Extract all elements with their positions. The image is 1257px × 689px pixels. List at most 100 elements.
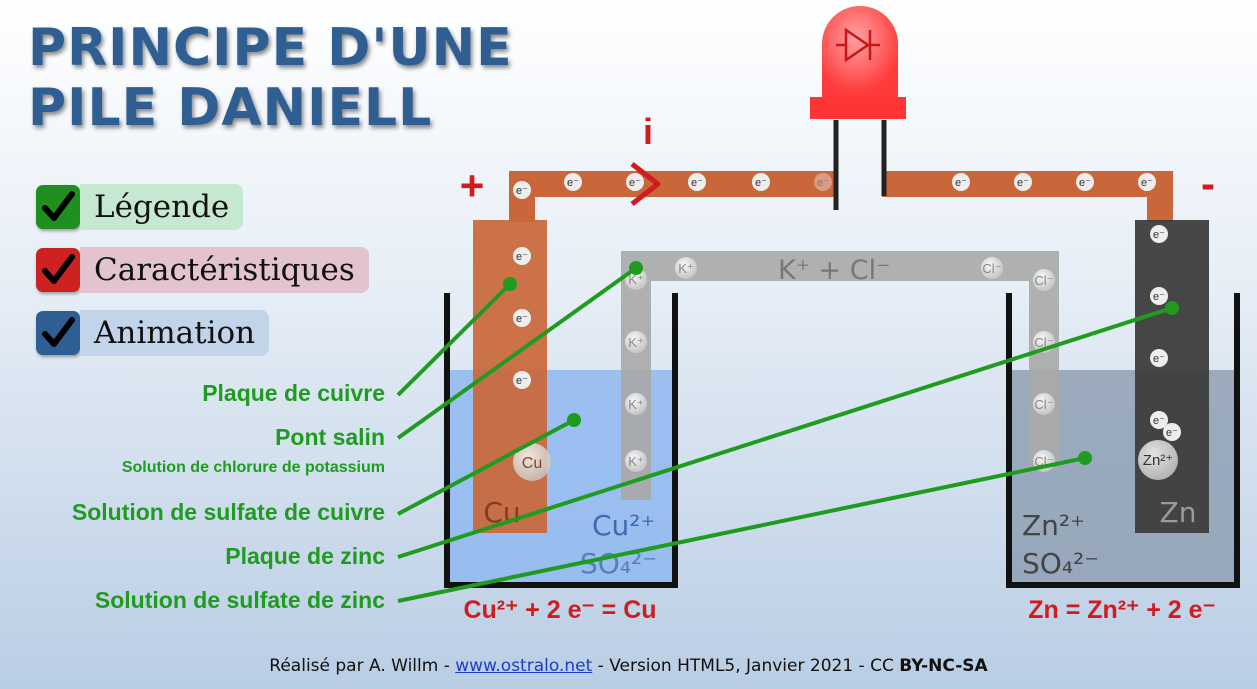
electron [564,173,582,191]
electron [1014,173,1032,191]
equation-left: Cu²⁺ + 2 e⁻ = Cu [463,596,656,624]
footer-link[interactable]: www.ostralo.net [455,656,593,676]
electrons: e⁻ e⁻ e⁻ e⁻ e⁻ e⁻ e⁻ e⁻ e⁻ e⁻ e⁻ e⁻ e⁻ e… [513,173,1181,441]
electron-label: e⁻ [629,177,641,189]
footer: Réalisé par A. Willm - www.ostralo.net -… [0,656,1257,676]
electron [814,173,832,191]
cl-ion [1033,393,1055,415]
current-arrow-icon [630,162,661,206]
electron [1076,173,1094,191]
leader-dot [1078,451,1092,465]
bridge-ions: K⁺ K⁺ K⁺ K⁺ K⁺ Cl⁻ Cl⁻ Cl⁻ Cl⁻ Cl⁻ [625,257,1055,472]
electron-label: e⁻ [955,177,967,189]
legend-solution-cuivre: Solution de sulfate de cuivre [71,499,385,525]
k-ion-label: K⁺ [678,261,694,276]
footer-license: BY-NC-SA [899,656,988,676]
electron-label: e⁻ [817,177,829,189]
zinc-ion-label: Zn²⁺ [1143,452,1173,469]
equation-right: Zn = Zn²⁺ + 2 e⁻ [1028,596,1216,624]
electron-label: e⁻ [1153,229,1165,241]
zinc-ion [1138,440,1178,480]
electron-label: e⁻ [1141,177,1153,189]
menu-label-animation: Animation [80,310,270,356]
legend-pont-salin-sub: Solution de chlorure de potassium [121,459,385,476]
legend-leaders [396,261,1179,603]
page-title: PRINCIPE D'UNE PILE DANIELL [28,18,513,138]
checkmark-icon [42,317,75,347]
leader-dot [629,261,643,275]
electron-label: e⁻ [567,177,579,189]
positive-terminal: + [460,162,485,209]
cl-ion-label: Cl⁻ [1034,273,1053,288]
electron [688,173,706,191]
negative-terminal: - [1201,160,1215,207]
led-icon [810,6,906,210]
toggle-animation[interactable]: Animation [36,310,270,356]
electron [626,173,644,191]
leader-plaque-zinc [397,306,1173,559]
electron-label: e⁻ [1153,353,1165,365]
toggle-legende[interactable]: Légende [36,184,244,230]
k-ion [625,331,647,353]
right-beaker [1006,293,1240,588]
leader-dot [1165,301,1179,315]
electron [1163,423,1181,441]
electron-label: e⁻ [1153,415,1165,427]
salt-bridge [621,251,1059,500]
electron-label: e⁻ [691,177,703,189]
electron [1138,173,1156,191]
leader-pont-salin [396,266,638,440]
electron [513,371,531,389]
menu-label-caracteristiques: Caractéristiques [80,247,369,293]
electron [1150,287,1168,305]
zinc-plate [1135,220,1209,533]
electron-label: e⁻ [1017,177,1029,189]
electron [752,173,770,191]
k-ion-label: K⁺ [628,454,644,469]
legend-plaque-cuivre: Plaque de cuivre [202,380,385,406]
electron-label: e⁻ [1079,177,1091,189]
k-ion-label: K⁺ [628,335,644,350]
cu-ion-label: Cu²⁺ [592,509,655,542]
toggle-caracteristiques[interactable]: Caractéristiques [36,247,369,293]
electron-label: e⁻ [1153,291,1165,303]
legend-pont-salin: Pont salin [275,424,385,450]
k-ion-label: K⁺ [628,397,644,412]
zinc-label: Zn [1160,496,1197,529]
cl-ion-label: Cl⁻ [982,261,1001,276]
so4-label-left: SO₄²⁻ [580,547,657,580]
zn-ion-label: Zn²⁺ [1022,509,1085,542]
k-ion [675,257,697,279]
electron [513,181,531,199]
current-label: i [643,111,653,152]
wire-right [882,171,1173,222]
leader-dot [503,277,517,291]
electron [513,247,531,265]
so4-label-right: SO₄²⁻ [1022,547,1099,580]
leader-solution-cuivre [397,418,575,516]
title-line-2: PILE DANIELL [28,78,433,138]
checkmark-icon [42,191,75,221]
checkbox-animation[interactable] [36,311,80,355]
electron-label: e⁻ [755,177,767,189]
copper-atom-label: Cu [522,455,542,472]
menu-label-legende: Légende [80,184,244,230]
leader-dot [567,413,581,427]
electron [1150,349,1168,367]
electron [1150,411,1168,429]
checkmark-icon [42,254,75,284]
checkbox-legende[interactable] [36,185,80,229]
footer-prefix: Réalisé par A. Willm - [269,656,456,676]
electron-label: e⁻ [516,313,528,325]
leader-plaque-cuivre [396,282,512,397]
legend-solution-zinc: Solution de sulfate de zinc [94,587,385,613]
title-line-1: PRINCIPE D'UNE [28,18,513,78]
electron [513,309,531,327]
electron-label: e⁻ [516,251,528,263]
electron-label: e⁻ [516,185,528,197]
leader-solution-zinc [397,456,1086,603]
left-beaker [444,293,678,588]
checkbox-caracteristiques[interactable] [36,248,80,292]
cl-ion-label: Cl⁻ [1034,397,1053,412]
